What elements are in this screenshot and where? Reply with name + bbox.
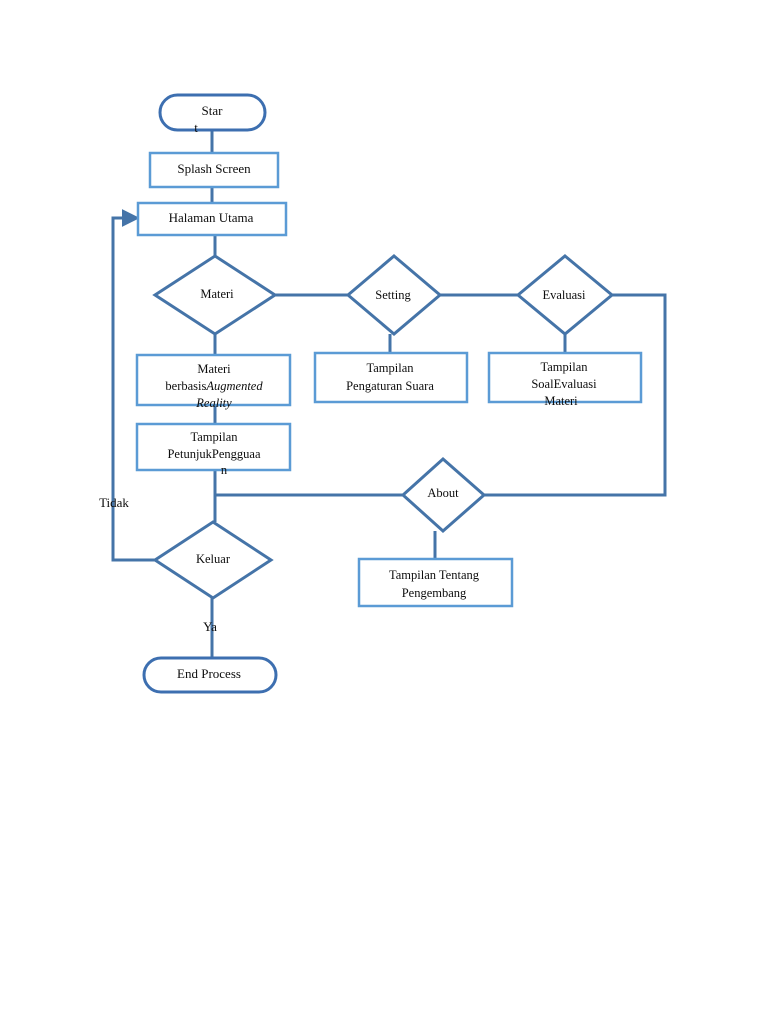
edge-label-tidak: Tidak: [99, 495, 129, 510]
node-setting-decision[interactable]: [345, 254, 443, 336]
edge-evaluasi-return-to-about: [484, 293, 667, 497]
node-keluar-decision-label: Keluar: [196, 552, 231, 566]
node-start-label-line1: Star: [202, 103, 224, 118]
node-splash-screen-label: Splash Screen: [177, 161, 251, 176]
node-pengaturan-suara[interactable]: [313, 351, 469, 404]
node-pengaturan-suara-label-line1: Tampilan: [366, 361, 414, 375]
node-soal-evaluasi[interactable]: [487, 351, 643, 404]
decision-diamonds-layer: [152, 254, 615, 600]
process-boxes-layer: [135, 151, 643, 608]
node-about-decision[interactable]: [400, 456, 487, 534]
node-tentang-pengembang[interactable]: [357, 557, 514, 608]
node-halaman-utama-label: Halaman Utama: [169, 210, 254, 225]
node-splash-screen[interactable]: [148, 151, 280, 189]
node-petunjuk-label-line3: n: [221, 463, 228, 477]
node-labels-layer: Star t Splash Screen Halaman Utama Mater…: [165, 103, 597, 681]
node-materi-ar-label-line1: Materi: [197, 362, 231, 376]
node-petunjuk-penggunaan[interactable]: [135, 422, 292, 472]
node-end-process[interactable]: [142, 656, 278, 694]
edge-labels-layer: Tidak Ya: [99, 495, 217, 634]
edge-label-ya: Ya: [203, 619, 217, 634]
node-materi-ar-line2-italic: Augmented: [205, 379, 263, 393]
node-keluar-decision[interactable]: [152, 520, 274, 600]
node-soal-evaluasi-label-line1: Tampilan: [540, 360, 588, 374]
node-tentang-pengembang-label-line2: Pengembang: [402, 586, 467, 600]
node-soal-evaluasi-label-line2: SoalEvaluasi: [531, 377, 597, 391]
node-materi-decision-label: Materi: [200, 287, 234, 301]
node-soal-evaluasi-label-line3: Materi: [544, 394, 578, 408]
node-about-decision-label: About: [427, 486, 459, 500]
connectors-layer: [111, 130, 667, 658]
node-evaluasi-decision[interactable]: [515, 254, 615, 336]
node-materi-ar-line2-plain: berbasis: [165, 379, 206, 393]
node-materi-ar-label-line2: berbasisAugmented: [165, 379, 263, 393]
node-pengaturan-suara-label-line2: Pengaturan Suara: [346, 379, 434, 393]
node-petunjuk-label-line2: PetunjukPengguaa: [167, 447, 260, 461]
node-evaluasi-decision-label: Evaluasi: [542, 288, 586, 302]
edge-keluar-tidak-loop: [111, 209, 155, 562]
node-end-process-label: End Process: [177, 666, 241, 681]
node-materi-ar[interactable]: [135, 353, 292, 407]
terminators-layer: [142, 93, 278, 694]
node-petunjuk-label-line1: Tampilan: [190, 430, 238, 444]
node-materi-ar-label-line3: Reality: [195, 396, 232, 410]
node-materi-decision[interactable]: [152, 254, 278, 336]
node-setting-decision-label: Setting: [375, 288, 411, 302]
node-start[interactable]: [158, 93, 267, 132]
node-start-label-line2: t: [194, 120, 198, 135]
node-tentang-pengembang-label-line1: Tampilan Tentang: [389, 568, 480, 582]
node-halaman-utama[interactable]: [136, 201, 288, 237]
